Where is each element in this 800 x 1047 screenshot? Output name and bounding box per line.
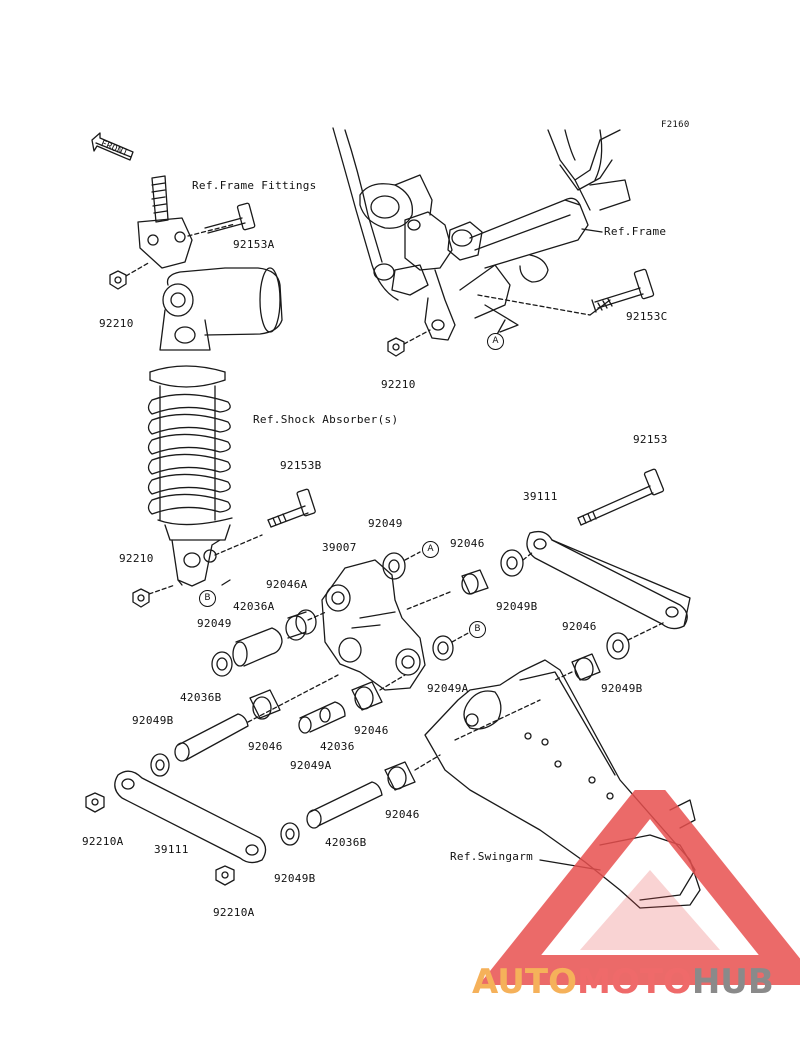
shock-absorber — [147, 267, 283, 587]
washer-92049B-low — [280, 822, 300, 846]
ref-frame-fittings: Ref.Frame Fittings — [192, 179, 317, 192]
label-42036B-left: 42036B — [180, 691, 222, 704]
label-92046-c: 92046 — [385, 808, 420, 821]
nut-92210-mid — [387, 329, 431, 357]
label-92210-low: 92210 — [119, 552, 154, 565]
tie-rod-39111-left — [114, 770, 267, 864]
ref-shock-absorber: Ref.Shock Absorber(s) — [253, 413, 399, 426]
ref-frame: Ref.Frame — [604, 225, 667, 238]
marker-a-top: A — [487, 333, 504, 350]
washer-92049A-mid — [432, 631, 471, 661]
washer-92049B-r2 — [606, 621, 666, 660]
label-39111-right: 39111 — [523, 490, 558, 503]
marker-b-mid: B — [469, 621, 486, 638]
collar-92046-right — [554, 653, 601, 681]
label-92046-a: 92046 — [248, 740, 283, 753]
label-39007: 39007 — [322, 541, 357, 554]
watermark-part3: HUB — [691, 962, 774, 1002]
nut-92210-top — [109, 261, 151, 290]
washer-92049B-right — [500, 549, 534, 577]
automotohub-logo — [478, 790, 800, 985]
ref-swingarm: Ref.Swingarm — [450, 850, 534, 863]
label-42036A: 42036A — [233, 600, 275, 613]
collar-92046-a — [249, 689, 281, 720]
nut-92210-low — [132, 584, 176, 608]
nut-92210A-left — [85, 792, 105, 813]
label-42036B-low: 42036B — [325, 836, 367, 849]
collar-92046-b — [351, 674, 406, 711]
label-92046-right: 92046 — [562, 620, 597, 633]
marker-a-mid: A — [422, 541, 439, 558]
label-92049B-right: 92049B — [496, 600, 538, 613]
label-92153B: 92153B — [280, 459, 322, 472]
shock-top-bracket — [137, 175, 256, 269]
watermark-part1: AUTO — [472, 962, 577, 1002]
sleeve-42036B-low — [306, 781, 383, 829]
bolt-92153B — [267, 488, 316, 528]
label-92049A-low: 92049A — [290, 759, 332, 772]
sleeve-42036 — [298, 701, 346, 734]
label-92210-top: 92210 — [99, 317, 134, 330]
label-42036: 42036 — [320, 740, 355, 753]
label-92046-top: 92046 — [450, 537, 485, 550]
label-92049B-left: 92049B — [132, 714, 174, 727]
label-92153A: 92153A — [233, 238, 275, 251]
rocker-39007 — [321, 559, 426, 691]
label-39111-left: 39111 — [154, 843, 189, 856]
label-92210A-left: 92210A — [82, 835, 124, 848]
label-92153C: 92153C — [626, 310, 668, 323]
label-92049B-r2: 92049B — [601, 682, 643, 695]
bolt-92153C — [591, 268, 655, 313]
label-92153: 92153 — [633, 433, 668, 446]
sleeve-42036B-left — [174, 713, 249, 762]
collar-92046-top — [404, 569, 489, 611]
front-arrow-icon — [91, 132, 134, 161]
label-92049-top: 92049 — [368, 517, 403, 530]
watermark-part2: MOTO — [576, 962, 692, 1002]
bearing-92046A — [285, 609, 327, 641]
watermark-text: AUTOMOTOHUB — [472, 962, 774, 1002]
marker-b-shock: B — [199, 590, 216, 607]
washer-92049B-left — [150, 753, 170, 777]
washer-92049-left — [211, 651, 233, 677]
washer-92049-top — [382, 551, 421, 580]
label-92049B-low: 92049B — [274, 872, 316, 885]
sleeve-42036A — [232, 627, 283, 667]
nut-92210A-bottom — [215, 865, 235, 886]
label-92046-b: 92046 — [354, 724, 389, 737]
label-92210A-bottom: 92210A — [213, 906, 255, 919]
label-92210-mid: 92210 — [381, 378, 416, 391]
diagram-code: F2160 — [661, 120, 690, 130]
frame-outline — [332, 127, 631, 341]
label-92046A: 92046A — [266, 578, 308, 591]
label-92049-left: 92049 — [197, 617, 232, 630]
label-92049A-mid: 92049A — [427, 682, 469, 695]
tie-rod-39111-right — [526, 530, 691, 630]
bolt-92153 — [577, 468, 665, 526]
collar-92046-c — [384, 754, 441, 791]
